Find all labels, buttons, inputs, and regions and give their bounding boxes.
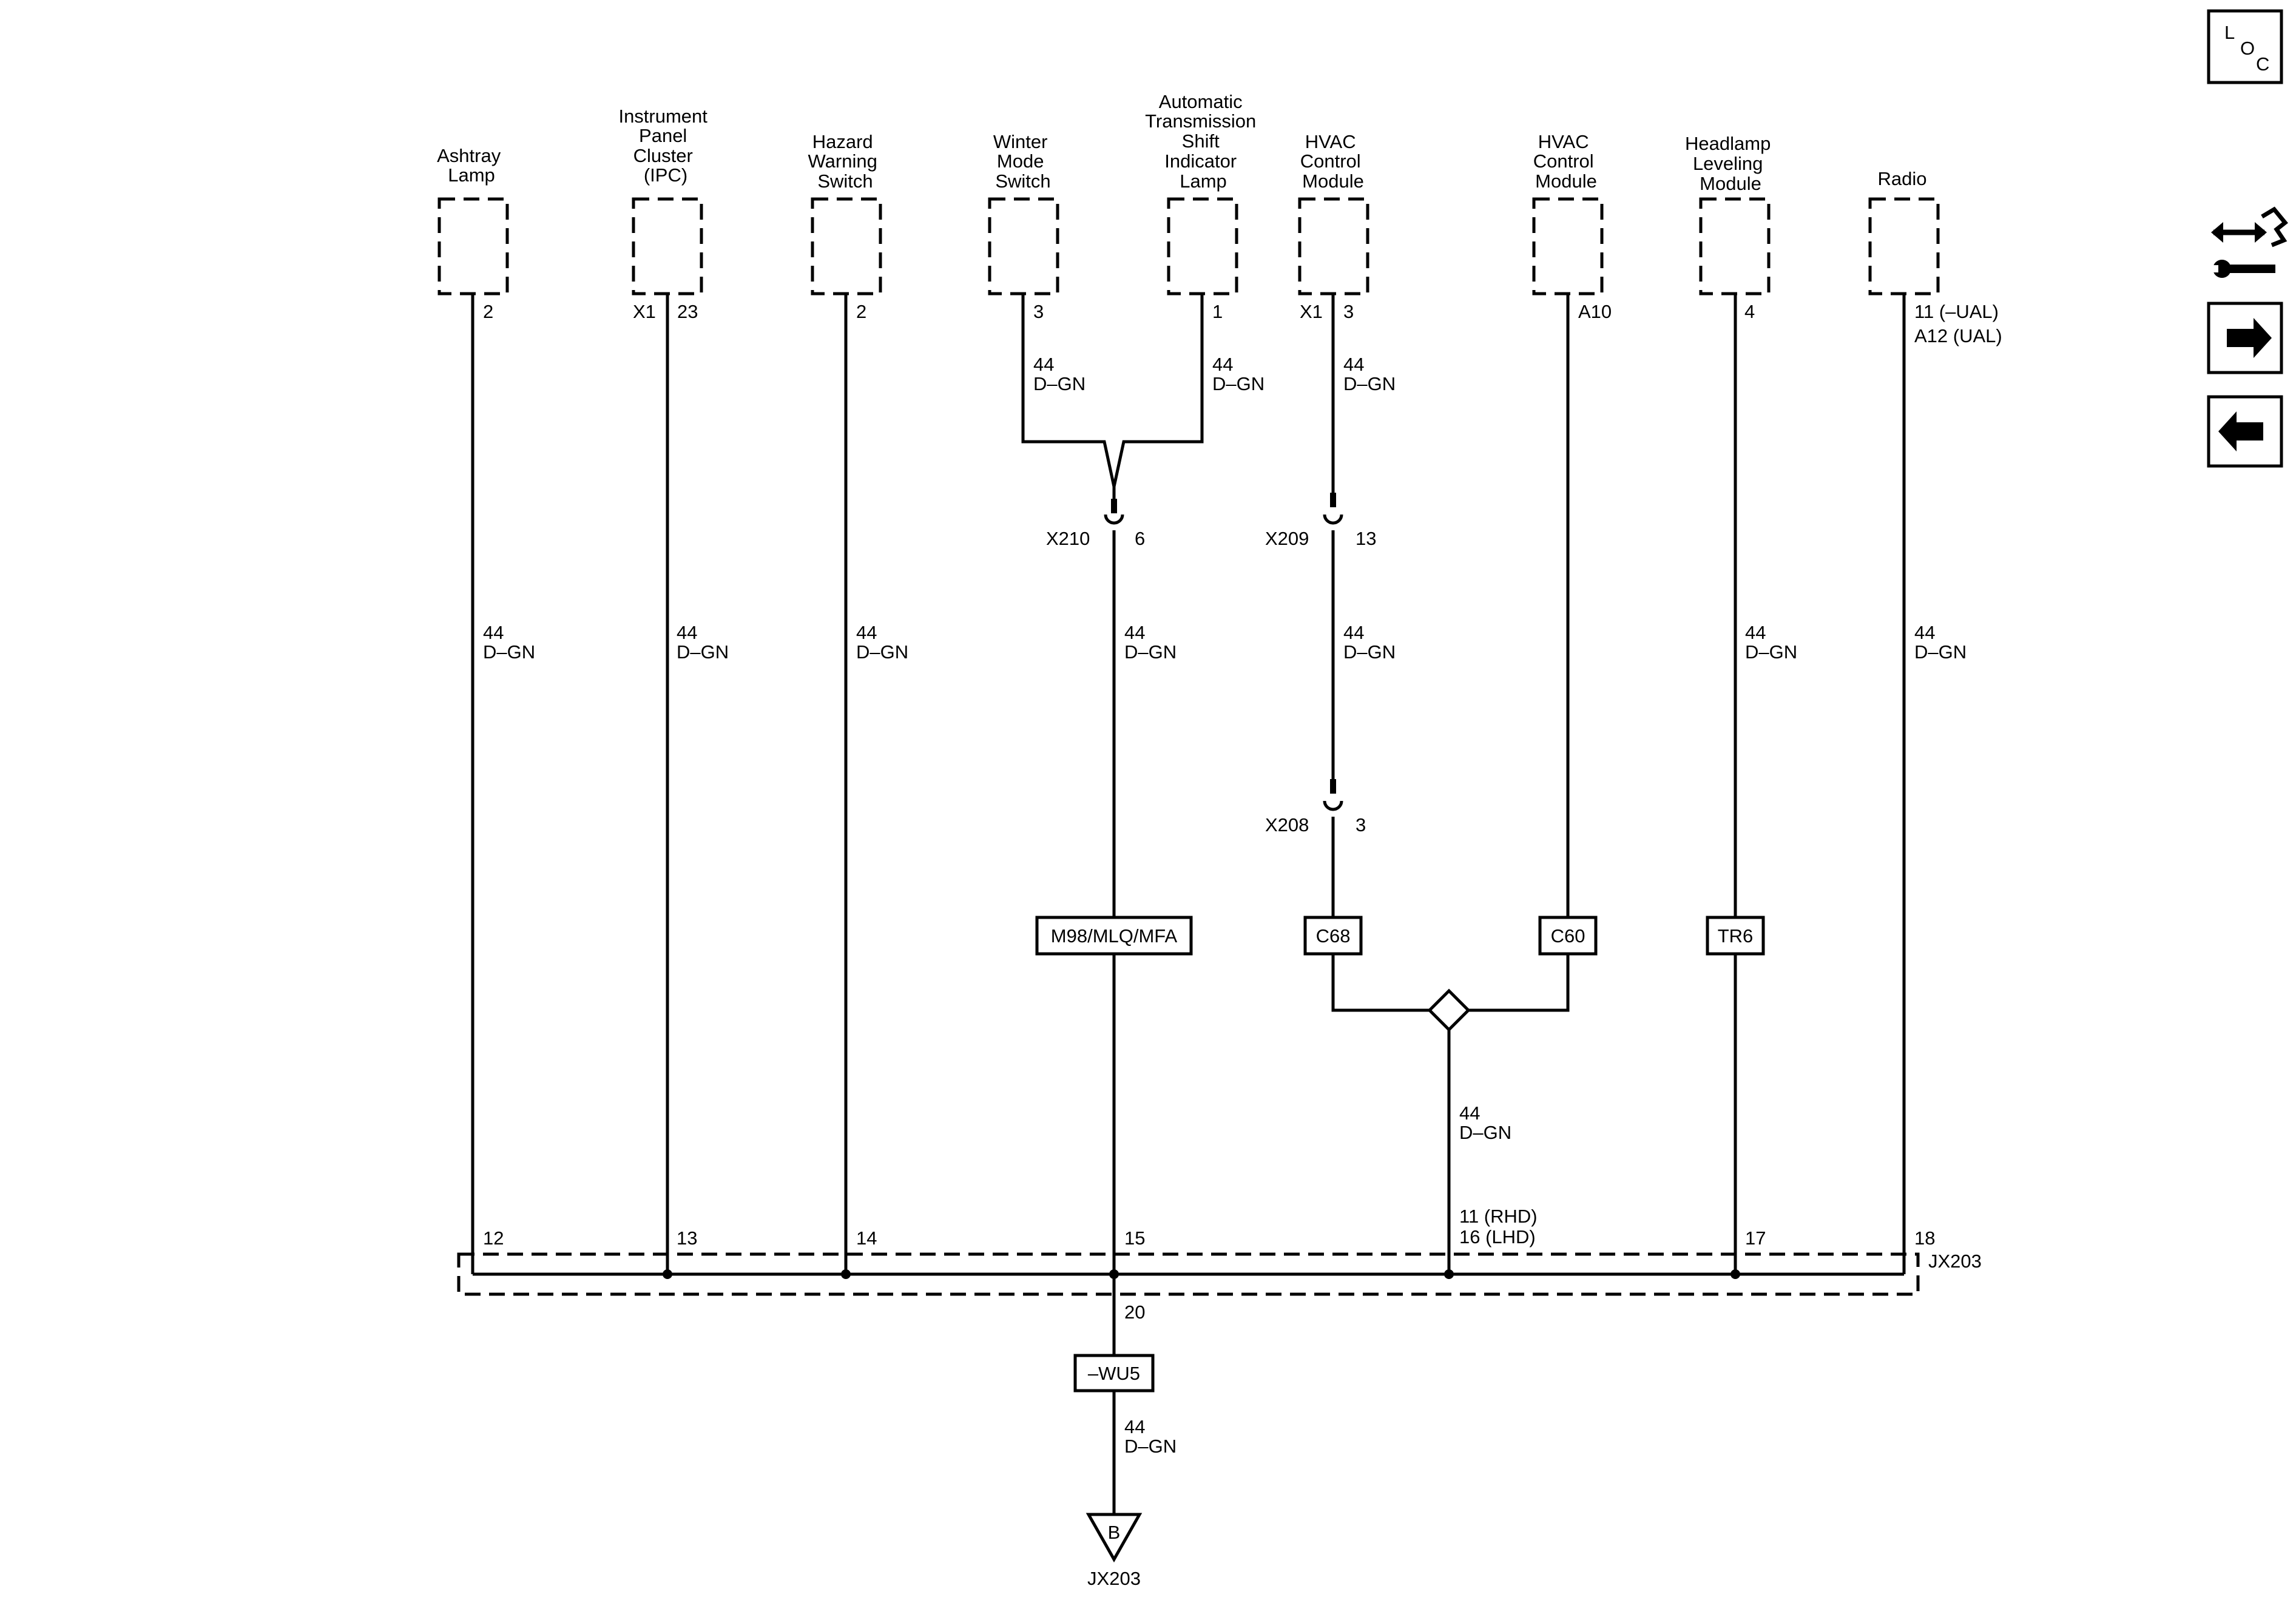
inline-connector-x209-pin: 13 (1356, 528, 1376, 549)
svg-text:D–GN: D–GN (1914, 641, 1967, 663)
component-headlamp-label: Headlamp Leveling Module (1685, 133, 1776, 194)
component-hvac2-label: HVAC Control Module (1533, 131, 1599, 192)
inline-connector-x210-pin: 6 (1135, 528, 1145, 549)
inline-connector-x210-label: X210 (1046, 528, 1090, 549)
component-headlamp-box (1699, 197, 1771, 295)
component-radio-box (1868, 197, 1940, 295)
svg-text:44: 44 (1033, 354, 1054, 375)
splice-pin-12: 12 (483, 1227, 504, 1249)
component-hazard-box (811, 197, 882, 295)
option-splice-diamond (1427, 988, 1471, 1032)
svg-text:D–GN: D–GN (1745, 641, 1797, 663)
svg-text:D–GN: D–GN (483, 641, 535, 663)
component-winter-box (988, 197, 1059, 295)
svg-text:D–GN: D–GN (1033, 373, 1086, 394)
pin-headlamp: 4 (1744, 301, 1755, 322)
splice-pin-14: 14 (856, 1227, 877, 1249)
inline-connector-x209-label: X209 (1265, 528, 1309, 549)
option-box-m98-mlq-mfa (1035, 916, 1193, 956)
svg-text:D–GN: D–GN (1124, 641, 1177, 663)
svg-text:44: 44 (677, 622, 697, 643)
svg-text:44: 44 (856, 622, 877, 643)
splice-dots (663, 1269, 1740, 1279)
splice-pin-hvac-lhd: 16 (LHD) (1459, 1226, 1536, 1247)
location-icon[interactable]: L O C (2207, 9, 2283, 84)
pin-hazard: 2 (856, 301, 866, 322)
connector-wrench-icon[interactable] (2209, 206, 2288, 278)
component-hazard-label: Hazard Warning Switch (808, 131, 883, 192)
splice-pack-jx203-box (457, 1252, 1920, 1296)
option-box-tr6 (1706, 916, 1765, 956)
ground-triangle-icon (1086, 1513, 1143, 1563)
pin-winter: 3 (1033, 301, 1044, 322)
pin-ashtray: 2 (483, 301, 493, 322)
arrow-left-icon[interactable] (2207, 395, 2283, 468)
component-ipc-label: Instrument Panel Cluster (IPC) (618, 106, 712, 186)
component-ashtray-label: Ashtray Lamp (437, 145, 506, 186)
pin-radio: 11 (–UAL) (1914, 301, 1999, 322)
splice-pack-name: JX203 (1928, 1251, 1982, 1272)
svg-text:D–GN: D–GN (677, 641, 729, 663)
component-radio-label: Radio (1878, 168, 1927, 189)
inline-connector-x209 (1323, 493, 1343, 525)
option-box-wu5 (1073, 1354, 1155, 1393)
wires (471, 294, 1906, 1514)
pin-hvac2: A10 (1578, 301, 1612, 322)
svg-text:44: 44 (1343, 354, 1364, 375)
pin-hvac1: 3 (1343, 301, 1354, 322)
component-winter-label: Winter Mode Switch (993, 131, 1053, 192)
component-ashtray-box (437, 197, 509, 295)
svg-text:O: O (2240, 38, 2255, 59)
svg-text:L: L (2224, 22, 2235, 43)
connector-hvac1: X1 (1300, 301, 1323, 322)
svg-text:44: 44 (1914, 622, 1935, 643)
pin-ipc: 23 (677, 301, 698, 322)
svg-text:44: 44 (1212, 354, 1233, 375)
inline-connector-x208-label: X208 (1265, 814, 1309, 836)
component-hvac2-box (1532, 197, 1604, 295)
svg-text:44: 44 (1124, 1416, 1145, 1437)
arrow-right-icon[interactable] (2207, 302, 2283, 374)
splice-pin-hvac-rhd: 11 (RHD) (1459, 1206, 1538, 1227)
option-label-tr6: TR6 (1718, 925, 1754, 947)
component-ipc-box (632, 197, 703, 295)
svg-text:D–GN: D–GN (1124, 1436, 1177, 1457)
wire-labels: 44 D–GN 44 D–GN 44 D–GN 44 D–GN 44 D–GN … (483, 354, 1967, 1457)
svg-text:44: 44 (483, 622, 504, 643)
splice-pin-18: 18 (1914, 1227, 1935, 1249)
splice-pin-15: 15 (1124, 1227, 1145, 1249)
option-label-c60: C60 (1551, 925, 1585, 947)
component-hvac1-label: HVAC Control Module (1300, 131, 1366, 192)
svg-text:D–GN: D–GN (1343, 641, 1396, 663)
splice-pin-17: 17 (1745, 1227, 1766, 1249)
svg-text:D–GN: D–GN (1459, 1122, 1511, 1143)
splice-pin-13: 13 (677, 1227, 697, 1249)
svg-text:44: 44 (1124, 622, 1145, 643)
svg-text:44: 44 (1745, 622, 1766, 643)
pin-radio-alt: A12 (UAL) (1914, 325, 2002, 346)
ground-name: JX203 (1087, 1568, 1141, 1589)
component-hvac1-box (1298, 197, 1369, 295)
ground-letter: B (1108, 1522, 1121, 1543)
inline-connector-x208 (1323, 779, 1343, 811)
splice-pin-20: 20 (1124, 1301, 1145, 1323)
component-atsil-label: Automatic Transmission Shift Indicator L… (1145, 91, 1261, 192)
svg-text:C: C (2256, 53, 2269, 75)
option-box-c60 (1538, 916, 1598, 956)
connector-ipc: X1 (633, 301, 656, 322)
option-label-c68: C68 (1316, 925, 1351, 947)
svg-text:44: 44 (1459, 1102, 1480, 1124)
option-box-c68 (1303, 916, 1363, 956)
option-label-wu5: –WU5 (1088, 1363, 1140, 1384)
svg-text:D–GN: D–GN (856, 641, 908, 663)
pin-atsil: 1 (1212, 301, 1223, 322)
svg-text:D–GN: D–GN (1212, 373, 1264, 394)
inline-connector-x210 (1104, 499, 1124, 525)
svg-text:44: 44 (1343, 622, 1364, 643)
component-atsil-box (1167, 197, 1238, 295)
option-label-m98-mlq-mfa: M98/MLQ/MFA (1051, 925, 1178, 947)
svg-text:D–GN: D–GN (1343, 373, 1396, 394)
inline-connector-x208-pin: 3 (1356, 814, 1366, 836)
